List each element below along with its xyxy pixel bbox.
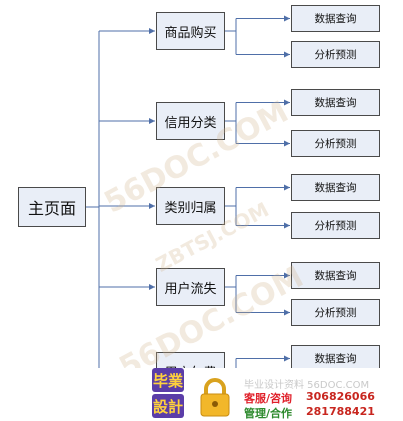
arrowhead [284, 309, 290, 316]
logo-tile: 設計 [152, 394, 184, 418]
branch-node: 类别归属 [156, 187, 225, 225]
arrowhead [284, 355, 290, 362]
arrowhead [149, 284, 155, 290]
arrowhead [284, 272, 290, 279]
leaf-node: 数据查询 [291, 89, 380, 116]
manage-label: 管理/合作 [244, 407, 293, 420]
branch-node: 商品购买 [156, 12, 225, 50]
service-contact: 客服/咨询 306826066 [244, 390, 375, 406]
arrowhead [149, 118, 155, 124]
lock-icon [200, 378, 230, 417]
arrowhead [149, 28, 155, 34]
arrowhead [284, 51, 290, 58]
leaf-node: 分析预测 [291, 299, 380, 326]
branch-node: 用户流失 [156, 268, 225, 306]
arrowhead [284, 15, 290, 22]
service-number: 306826066 [306, 390, 375, 403]
leaf-node: 数据查询 [291, 262, 380, 289]
branch-node: 信用分类 [156, 102, 225, 140]
arrowhead [284, 140, 290, 147]
leaf-node: 数据查询 [291, 5, 380, 32]
site-line: 毕业设计资料 56DOC.COM [244, 380, 370, 391]
root-node: 主页面 [18, 187, 86, 227]
arrowhead [149, 203, 155, 209]
leaf-node: 数据查询 [291, 345, 380, 372]
arrowhead [284, 184, 290, 191]
service-label: 客服/咨询 [244, 392, 293, 405]
leaf-node: 数据查询 [291, 174, 380, 201]
leaf-node: 分析预测 [291, 130, 380, 157]
logo-tile: 毕業 [152, 368, 184, 392]
leaf-node: 分析预测 [291, 41, 380, 68]
manage-contact: 管理/合作 281788421 [244, 405, 375, 421]
leaf-node: 分析预测 [291, 212, 380, 239]
manage-number: 281788421 [306, 405, 375, 418]
site-footer-banner: 毕業 設計 毕业设计资料 56DOC.COM 客服/咨询 306826066 管… [0, 368, 403, 421]
arrowhead [284, 222, 290, 229]
arrowhead [284, 99, 290, 106]
